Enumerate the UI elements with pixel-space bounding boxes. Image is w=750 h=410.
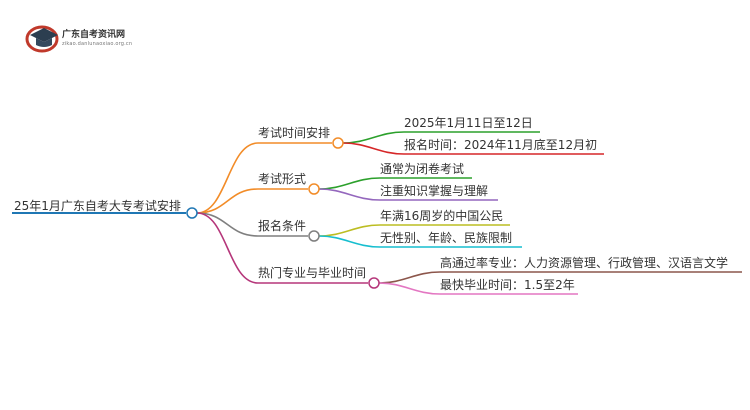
leaf-line: [318, 188, 498, 201]
site-logo: [22, 18, 182, 58]
root-node: [186, 207, 198, 219]
logo-title: 广东自考资讯网: [62, 30, 126, 40]
branch-line: [196, 212, 308, 237]
leaf-line: [378, 282, 578, 295]
logo-subtitle: zikao.danlunaoxiao.org.cn: [62, 41, 133, 47]
branch-label: 热门专业与毕业时间: [258, 266, 367, 280]
branch-node: [368, 277, 380, 289]
branch-node: [332, 137, 344, 149]
leaf-line: [318, 235, 522, 248]
graduation-cap-icon: [25, 25, 59, 53]
leaf-label: 通常为闭卷考试: [380, 162, 465, 176]
leaf-label: 最快毕业时间：1.5至2年: [440, 278, 575, 292]
leaf-label: 高通过率专业：人力资源管理、行政管理、汉语言文学: [440, 256, 729, 270]
branch-label: 报名条件: [258, 219, 307, 233]
leaf-label: 无性别、年龄、民族限制: [380, 231, 513, 245]
leaf-label: 报名时间：2024年11月底至12月初: [404, 138, 598, 152]
branch-line: [196, 188, 308, 214]
leaf-line: [378, 271, 742, 284]
leaf-label: 2025年1月11日至12日: [404, 116, 533, 130]
leaf-label: 年满16周岁的中国公民: [380, 209, 504, 223]
branch-line: [196, 212, 368, 284]
leaf-label: 注重知识掌握与理解: [380, 184, 489, 198]
leaf-line: [318, 177, 472, 190]
branch-node: [308, 230, 320, 242]
branch-label: 考试时间安排: [258, 126, 331, 140]
root-label: 25年1月广东自考大专考试安排: [14, 199, 181, 213]
leaf-line: [318, 224, 510, 237]
branch-label: 考试形式: [258, 172, 307, 186]
branch-line: [196, 142, 332, 214]
leaf-line: [342, 142, 604, 155]
leaf-line: [342, 131, 540, 144]
branch-node: [308, 183, 320, 195]
